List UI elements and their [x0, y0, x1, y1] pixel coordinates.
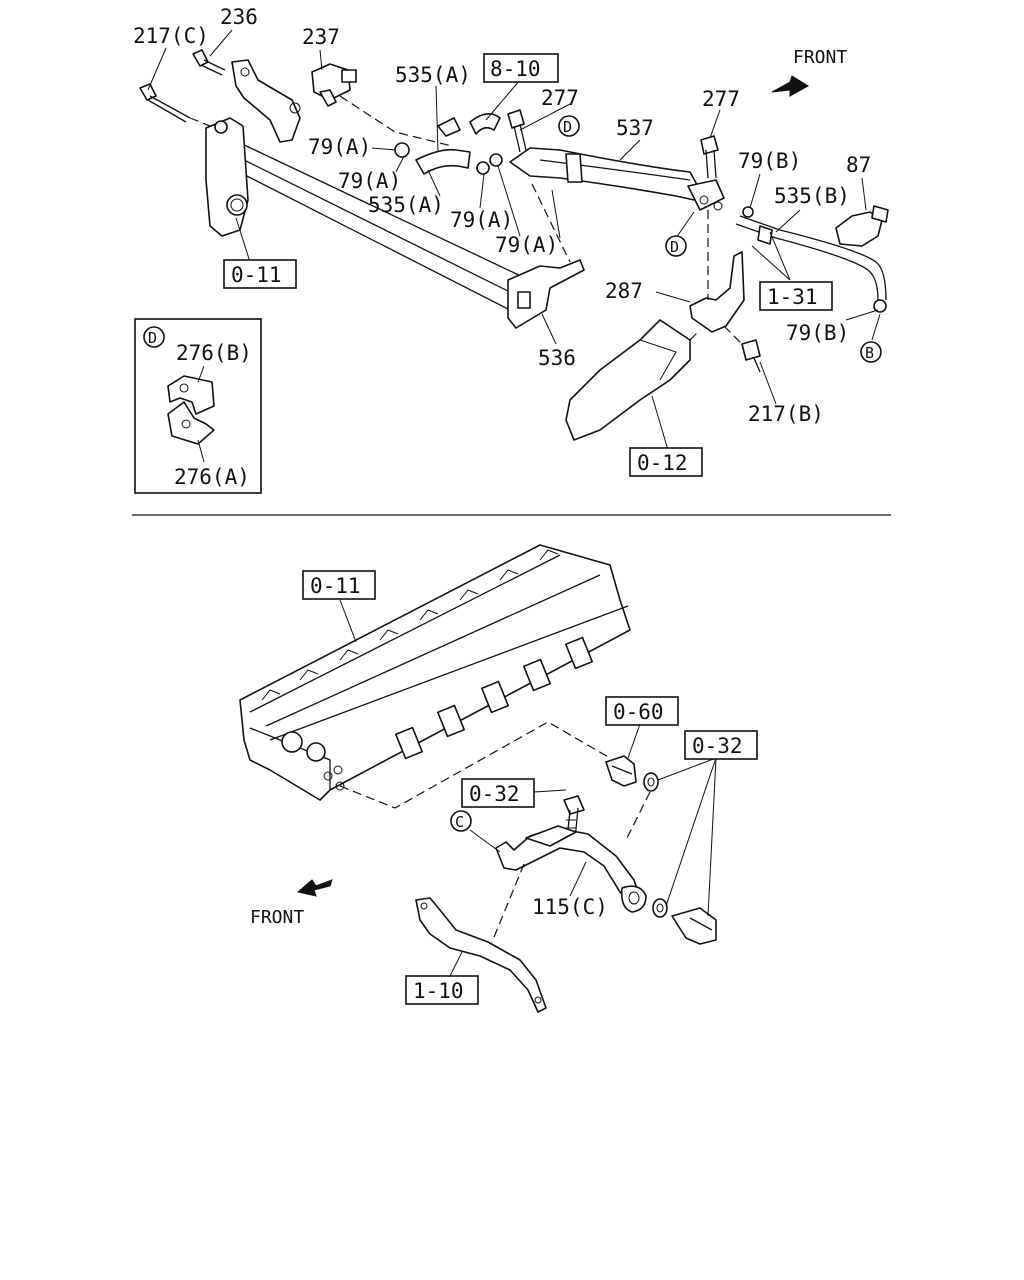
lower-leader-lines: [339, 599, 717, 977]
ref-0-32-right: 0-32: [692, 734, 743, 758]
label-79b-2: 79(B): [786, 321, 849, 345]
ref-8-10: 8-10: [490, 57, 541, 81]
label-237: 237: [302, 25, 340, 49]
ref-box-0-11-lower-frame: [302, 570, 376, 600]
label-79a-4: 79(A): [495, 233, 558, 257]
ref-box-0-60-frame: [605, 696, 679, 726]
label-276b: 276(B): [176, 341, 252, 365]
ref-0-32-left: 0-32: [469, 782, 520, 806]
clamp-79b-part: [742, 206, 887, 313]
label-79a-1: 79(A): [308, 135, 371, 159]
marker-d-circle-2: [665, 235, 687, 257]
ref-box-8-10-frame: [483, 53, 559, 83]
label-535a-mid: 535(A): [368, 193, 444, 217]
pipe-115c-part: [495, 825, 647, 913]
label-536: 536: [538, 346, 576, 370]
label-535a-top: 535(A): [395, 63, 471, 87]
ref-box-0-32-right-frame: [684, 730, 758, 760]
label-276a: 276(A): [174, 465, 250, 489]
plate-0-12-part: [565, 319, 701, 441]
marker-c-1: C: [455, 813, 464, 831]
front-arrow-lower: [296, 879, 333, 897]
fitting-0-60-part: [605, 755, 637, 787]
left-bracket-part: [205, 117, 249, 237]
label-87: 87: [846, 153, 871, 177]
ref-0-60: 0-60: [613, 700, 664, 724]
bracket-536-part: [507, 183, 585, 329]
label-287: 287: [605, 279, 643, 303]
label-79a-2: 79(A): [338, 169, 401, 193]
ref-1-10: 1-10: [413, 979, 464, 1003]
label-115c: 115(C): [532, 895, 608, 919]
label-236: 236: [220, 5, 258, 29]
label-79a-3: 79(A): [450, 208, 513, 232]
label-217b: 217(B): [748, 402, 824, 426]
clip-87-part: [835, 205, 889, 247]
ref-0-12: 0-12: [637, 451, 688, 475]
marker-b-circle-1: [860, 341, 882, 363]
marker-c-circle-1: [450, 810, 472, 832]
bracket-236-part: [231, 59, 301, 143]
ref-box-1-10-frame: [405, 975, 479, 1005]
bolt-217b-part: [723, 325, 761, 373]
upper-leader-lines: [147, 29, 881, 463]
ref-box-0-32-left-frame: [461, 778, 535, 808]
ref-box-0-11-upper-frame: [223, 259, 297, 289]
ref-0-11-upper: 0-11: [231, 263, 282, 287]
front-arrow-upper: [771, 75, 809, 97]
ref-box-0-12-frame: [629, 447, 703, 477]
label-217c: 217(C): [133, 24, 209, 48]
marker-d-circle-1: [558, 115, 580, 137]
label-277-b: 277: [702, 87, 740, 111]
bolt-277a-part: [507, 109, 527, 153]
bracket-1-10-part: [415, 863, 547, 1013]
marker-d-2: D: [670, 238, 679, 256]
front-label-lower: FRONT: [250, 907, 304, 928]
detail-d-inset: [134, 318, 262, 494]
washer-0-32-part: [625, 772, 668, 918]
bolt-217c-part: [139, 83, 216, 129]
bolt-277b-part: [700, 135, 719, 179]
marker-d-3: D: [148, 329, 157, 347]
ref-0-11-lower: 0-11: [310, 574, 361, 598]
ref-1-31: 1-31: [767, 285, 818, 309]
marker-d-circle-3: [143, 326, 165, 348]
lower-section: 0-11 0-60 0-32 0-32 C 115(C) FRONT 1-10: [239, 544, 758, 1013]
pipe-537-part: [509, 147, 725, 211]
label-79b-1: 79(B): [738, 149, 801, 173]
hose-535b-part: [735, 215, 887, 301]
front-label-upper: FRONT: [793, 47, 847, 68]
valve-237-part: [311, 63, 357, 107]
label-537: 537: [616, 116, 654, 140]
hose-535a-part: [415, 113, 501, 175]
label-535b: 535(B): [774, 184, 850, 208]
marker-b-1: B: [865, 344, 874, 362]
banjo-bolt-part: [671, 907, 717, 945]
marker-d-1: D: [563, 118, 572, 136]
rod-part: [239, 142, 526, 311]
cylinder-head-part: [239, 544, 631, 801]
bracket-287-part: [689, 210, 745, 333]
ref-box-1-31-frame: [759, 281, 833, 311]
upper-section: 217(C) 236 237 535(A) 8-10 277 277 FRONT…: [133, 5, 889, 494]
bolt-236-part: [192, 49, 226, 76]
label-277-a: 277: [541, 86, 579, 110]
